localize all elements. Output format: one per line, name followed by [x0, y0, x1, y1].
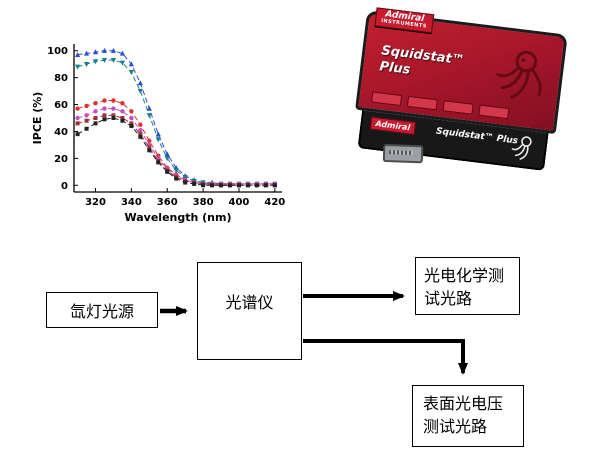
svg-text:60: 60 — [54, 100, 68, 111]
label-chip — [478, 104, 510, 120]
label-chip — [442, 100, 474, 115]
device-model-label: Squidstat™ Plus — [378, 43, 466, 78]
connector-port — [382, 143, 424, 164]
flow-box-label: 表面光电压测试光路 — [423, 394, 504, 437]
flow-box-xenon-lamp: 氙灯光源 — [46, 292, 158, 328]
squid-logo-icon — [496, 50, 542, 99]
squidstat-device-photo: Admiral INSTRUMENTS Squidstat™ Plus — [350, 7, 568, 174]
device-top-face: Admiral INSTRUMENTS Squidstat™ Plus — [355, 7, 568, 135]
flow-box-photoelectrochemical-path: 光电化学测试光路 — [415, 257, 520, 315]
flow-box-label: 氙灯光源 — [69, 302, 134, 321]
svg-text:320: 320 — [85, 197, 106, 208]
front-model-label: Squidstat™ Plus — [435, 126, 519, 147]
svg-text:Wavelength (nm): Wavelength (nm) — [125, 211, 232, 224]
svg-text:100: 100 — [47, 46, 68, 57]
svg-text:0: 0 — [61, 181, 68, 192]
label-chip — [371, 91, 403, 107]
admiral-logo: Admiral INSTRUMENTS — [374, 7, 435, 33]
flow-box-label: 光谱仪 — [225, 293, 274, 312]
svg-text:380: 380 — [193, 197, 214, 208]
svg-text:40: 40 — [54, 127, 68, 138]
label-chip — [406, 95, 438, 111]
svg-text:20: 20 — [54, 154, 68, 165]
device-front-face: Admiral Squidstat™ Plus — [357, 110, 549, 171]
flow-box-label: 光电化学测试光路 — [424, 266, 505, 309]
ipce-chart-svg: 320 340 360 380 400 420 0 20 40 60 80 100Wavelength… — [31, 44, 285, 224]
svg-text:80: 80 — [54, 73, 68, 84]
flow-box-spectrometer: 光谱仪 — [197, 262, 302, 360]
front-squid-icon — [511, 136, 532, 160]
svg-text:400: 400 — [229, 197, 250, 208]
front-admiral-logo: Admiral — [369, 116, 416, 135]
svg-text:360: 360 — [157, 197, 178, 208]
arrow-spectrometer-to-spv — [303, 339, 468, 375]
svg-text:340: 340 — [121, 197, 142, 208]
svg-text:420: 420 — [264, 197, 285, 208]
flow-box-surface-photovoltage-path: 表面光电压测试光路 — [412, 385, 524, 447]
svg-text:IPCE (%): IPCE (%) — [31, 92, 44, 145]
